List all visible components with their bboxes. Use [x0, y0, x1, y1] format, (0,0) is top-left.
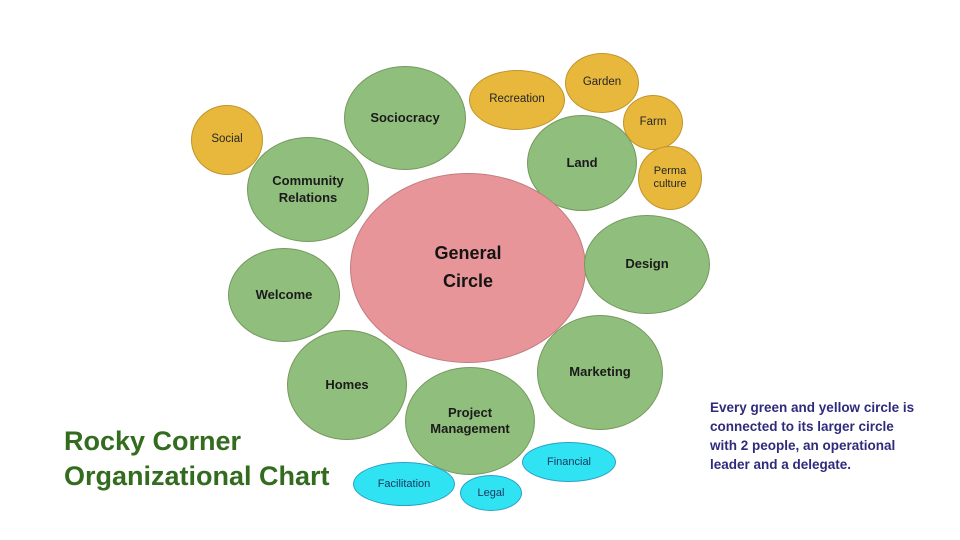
- circle-label: Marketing: [569, 364, 631, 380]
- circle-label: Financial: [546, 456, 592, 468]
- circle-community-relations: Community Relations: [247, 137, 369, 242]
- circle-permaculture: Perma culture: [638, 146, 702, 210]
- circle-label: Community Relations: [272, 173, 344, 205]
- circle-social: Social: [191, 105, 263, 175]
- circle-label: Farm: [639, 115, 667, 128]
- circle-legal: Legal: [460, 475, 522, 511]
- circle-farm: Farm: [623, 95, 683, 150]
- circle-label: Land: [566, 154, 598, 170]
- chart-title-line2: Organizational Chart: [64, 461, 330, 492]
- circle-label: Project Management: [430, 404, 510, 436]
- circle-project-management: Project Management: [405, 367, 535, 475]
- circle-label: Perma culture: [653, 164, 687, 190]
- circle-welcome: Welcome: [228, 248, 340, 342]
- circle-label: Garden: [582, 76, 622, 89]
- circle-design: Design: [584, 215, 710, 314]
- circle-marketing: Marketing: [537, 315, 663, 430]
- circle-label: Legal: [477, 487, 505, 499]
- circle-recreation: Recreation: [469, 70, 565, 130]
- circle-facilitation: Facilitation: [353, 462, 455, 506]
- circle-label: Social: [211, 133, 243, 146]
- circle-land: Land: [527, 115, 637, 211]
- circle-label: Recreation: [489, 93, 545, 106]
- circle-garden: Garden: [565, 53, 639, 113]
- legend-note: Every green and yellow circle is connect…: [710, 400, 915, 473]
- circle-label: Sociocracy: [370, 109, 440, 125]
- circle-label: Welcome: [255, 286, 313, 302]
- circle-label: Homes: [325, 376, 369, 392]
- chart-title: Rocky Corner Organizational Chart: [64, 424, 330, 494]
- circle-general: General Circle: [350, 173, 586, 363]
- chart-title-line1: Rocky Corner: [64, 426, 242, 456]
- circle-label: General Circle: [434, 243, 502, 291]
- circle-label: Facilitation: [377, 478, 431, 490]
- circle-label: Design: [625, 256, 669, 272]
- circle-homes: Homes: [287, 330, 407, 440]
- circle-sociocracy: Sociocracy: [344, 66, 466, 170]
- circle-financial: Financial: [522, 442, 616, 482]
